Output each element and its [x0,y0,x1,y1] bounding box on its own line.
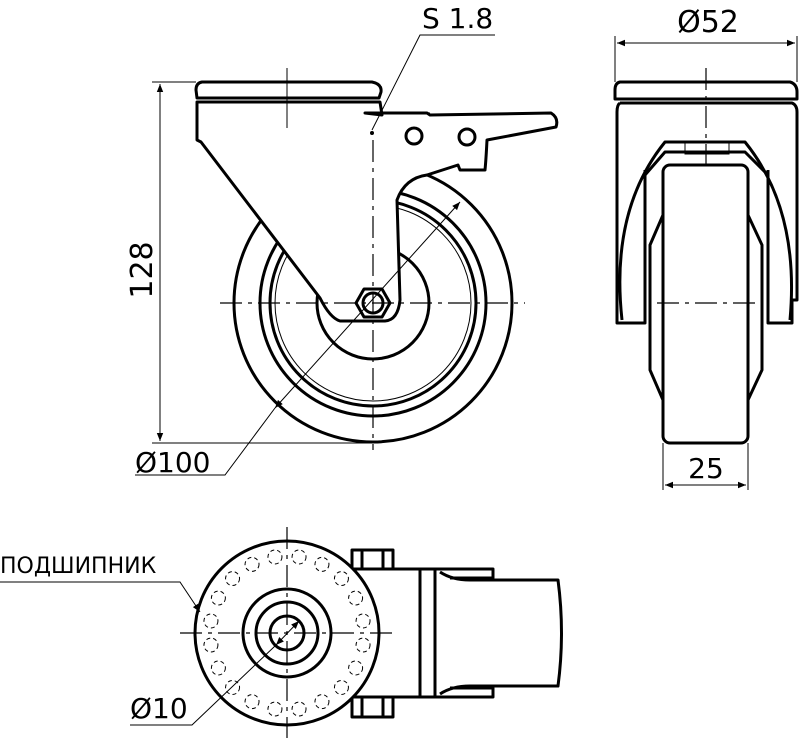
bearing-ball [267,701,283,717]
bearing-ball [244,694,260,710]
bearing-ball [210,660,226,676]
side-wheel [661,163,750,445]
bearing-ball [244,556,260,572]
top-plate [194,80,383,100]
plate-diameter-dimension: Ø52 [614,5,798,82]
bearing-ball [348,590,364,606]
bearing-ball [291,549,307,565]
bearing-ball [210,590,226,606]
height-label: 128 [125,241,160,298]
bearing-ball [225,679,241,695]
front-view [194,68,559,450]
wheel-width-label: 25 [688,452,724,485]
lever-pin-2 [457,127,477,147]
bearing-ball [203,637,219,653]
wheel-width-dimension: 25 [662,443,749,490]
axle-diameter-dimension: Ø10 [130,620,300,726]
bearing-callout: ПОДШИПНИК [0,554,201,613]
wheel-diameter-label: Ø100 [135,446,210,479]
height-dimension: 128 [125,81,373,444]
top-view [180,527,563,738]
wheel-diameter-dimension: Ø100 [135,201,461,479]
side-view [613,68,799,445]
bearing-ball [291,701,307,717]
lever-pin-1 [404,126,424,146]
bearing-ball [267,549,283,565]
bearing-label: ПОДШИПНИК [0,554,157,579]
bearing-ball [203,613,219,629]
bearing-ball [314,694,330,710]
bearing-ball [333,571,349,587]
side-plate [613,80,799,101]
bearing-ball [333,679,349,695]
bearing-ball [225,571,241,587]
thickness-label: S 1.8 [422,2,493,35]
bearing-balls [203,549,371,717]
bearing-ball [348,660,364,676]
plate-diameter-label: Ø52 [677,5,739,40]
bearing-ball [314,556,330,572]
thickness-callout: S 1.8 [371,2,495,131]
bearing-ball [355,637,371,653]
bearing-ball [355,613,371,629]
axle-diameter-label: Ø10 [130,692,188,725]
